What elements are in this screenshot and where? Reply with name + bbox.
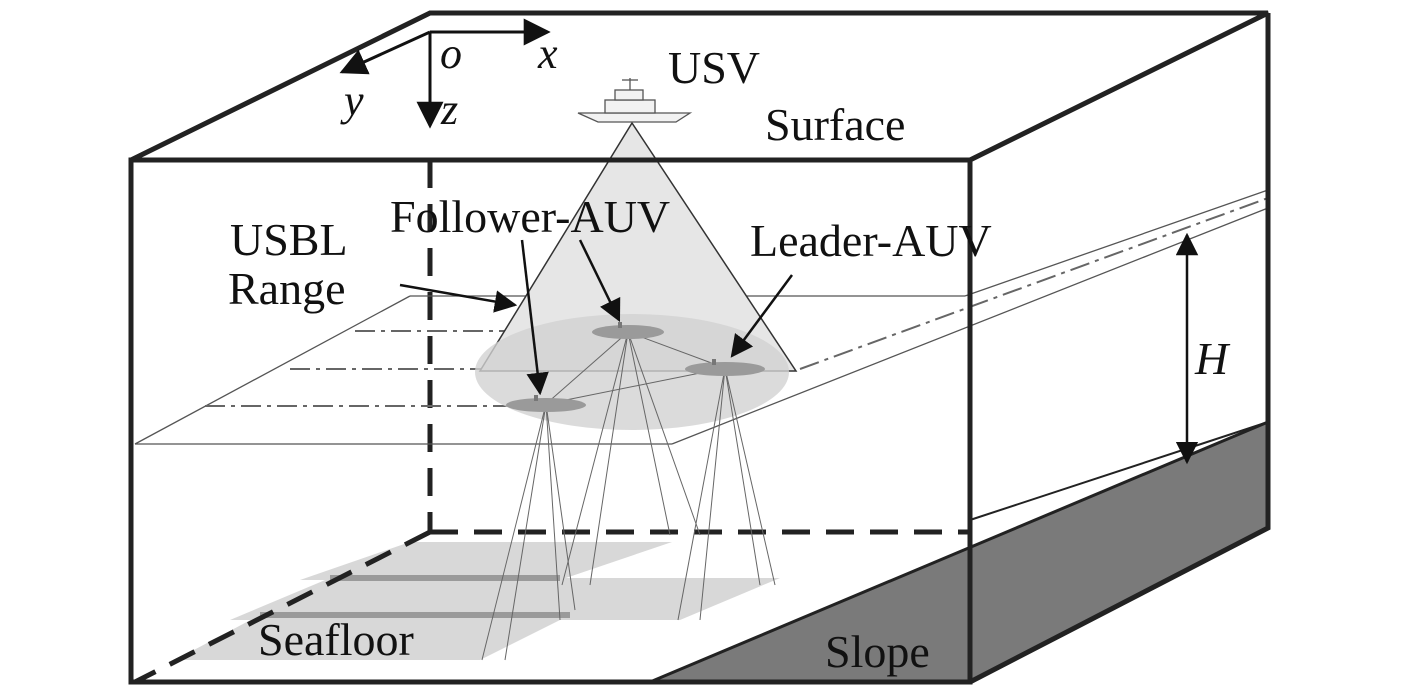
seafloor-strip-front — [175, 615, 570, 660]
hidden-edges — [133, 160, 970, 685]
usbl-range-arrow — [399, 283, 518, 313]
front-face — [128, 157, 973, 685]
seafloor-strips — [175, 542, 780, 660]
axis-x-label: x — [537, 29, 558, 78]
callout-arrows — [399, 239, 794, 396]
leader-auv-label: Leader-AUV — [750, 215, 992, 266]
slope-edge — [649, 420, 1269, 684]
follower-auv-label: Follower-AUV — [390, 191, 670, 242]
right-back-edges — [968, 13, 1271, 685]
seafloor-strip-middle — [230, 578, 780, 620]
usbl-range-label-line1: USBL — [230, 214, 348, 265]
slope-label: Slope — [825, 626, 930, 677]
coordinate-axes — [339, 18, 551, 129]
axis-z-label: z — [440, 85, 458, 134]
leader-arrow — [730, 274, 794, 358]
usbl-range-label-line2: Range — [228, 263, 346, 314]
usv-label: USV — [668, 42, 760, 93]
height-label: H — [1194, 333, 1231, 384]
axis-y-label: y — [340, 76, 364, 125]
sensor-beams — [481, 331, 776, 661]
y-axis-arrow — [339, 30, 431, 75]
follower-arrow-top — [578, 239, 621, 323]
slope-ridge — [969, 421, 1269, 521]
usv-boat-icon — [577, 78, 693, 123]
seafloor-label: Seafloor — [258, 614, 414, 665]
top-back-edges — [129, 10, 1270, 163]
box-frame — [128, 10, 1271, 685]
seafloor-strip-back — [300, 542, 672, 580]
axis-origin-label: o — [440, 29, 462, 78]
follower-auv-bottom — [506, 395, 586, 412]
follower-arrow-bottom — [520, 239, 549, 396]
leader-auv — [685, 359, 765, 376]
follower-auv-top — [592, 322, 664, 339]
surface-label: Surface — [765, 99, 905, 150]
